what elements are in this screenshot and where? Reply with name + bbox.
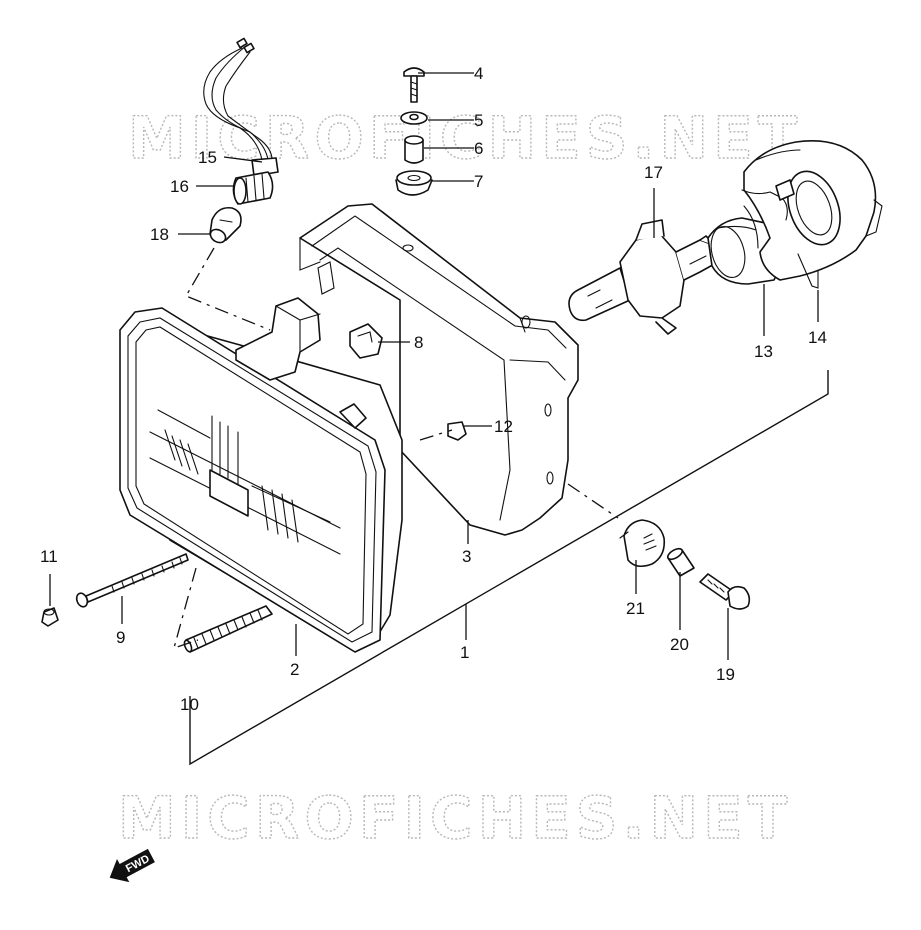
callout-19: 19 <box>716 665 735 684</box>
part-7-grommet <box>395 170 433 196</box>
callout-4: 4 <box>474 64 483 83</box>
callout-3: 3 <box>462 547 471 566</box>
callout-10: 10 <box>180 695 199 714</box>
part-8-clip-nut <box>349 323 383 359</box>
callout-14: 14 <box>808 328 827 347</box>
part-16-bulb-socket <box>232 171 274 205</box>
part-18-position-bulb <box>209 206 242 244</box>
callout-5: 5 <box>474 111 483 130</box>
callout-15: 15 <box>198 148 217 167</box>
part-4-screw <box>403 67 425 103</box>
watermark-top: MICROFICHES.NET <box>128 104 802 172</box>
watermark-bottom: MICROFICHES.NET <box>118 784 792 852</box>
part-3-housing <box>299 203 579 536</box>
callout-7: 7 <box>474 172 483 191</box>
callout-8: 8 <box>414 333 423 352</box>
part-9-adjusting-screw <box>75 553 189 608</box>
assembly-bracket-1 <box>189 370 829 766</box>
fwd-label: FWD <box>124 853 152 875</box>
callout-9: 9 <box>116 628 125 647</box>
callout-17: 17 <box>644 163 663 182</box>
part-10-spring <box>183 605 273 653</box>
part-19-bolt <box>699 573 751 610</box>
callout-12: 12 <box>494 417 513 436</box>
part-15-wire-harness <box>203 37 279 177</box>
part-2-headlamp-lens <box>119 297 403 653</box>
callout-20: 20 <box>670 635 689 654</box>
callouts: 4 5 6 7 15 16 18 8 12 17 13 14 3 11 9 2 … <box>40 64 827 714</box>
callout-16: 16 <box>170 177 189 196</box>
callout-1: 1 <box>460 643 469 662</box>
part-11-nut <box>41 607 59 627</box>
part-20-collar <box>666 547 695 577</box>
callout-2: 2 <box>290 660 299 679</box>
callout-18: 18 <box>150 225 169 244</box>
part-14-dust-cover <box>741 140 883 289</box>
part-17-headlight-bulb <box>568 219 719 335</box>
callout-13: 13 <box>754 342 773 361</box>
part-5-washer <box>400 111 428 125</box>
part-6-spacer <box>404 135 424 164</box>
leader-lines <box>49 72 819 660</box>
callout-21: 21 <box>626 599 645 618</box>
callout-6: 6 <box>474 139 483 158</box>
part-12-nut <box>447 421 467 441</box>
part-21-adjuster-nut <box>619 519 666 568</box>
callout-11: 11 <box>40 547 58 566</box>
